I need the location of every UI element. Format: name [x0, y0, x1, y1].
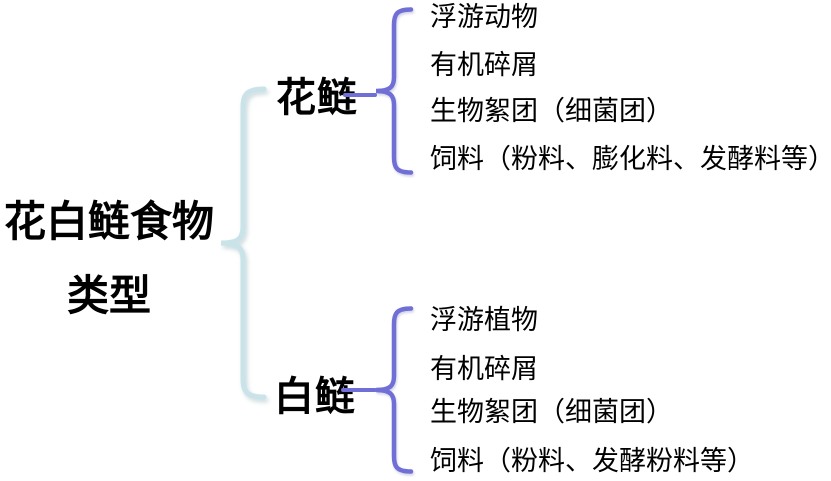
root-title-line1: 花白鲢食物 — [3, 200, 214, 246]
food-item: 饲料（粉料、膨化料、发酵料等） — [430, 144, 831, 174]
branch1-connector-line — [343, 93, 377, 97]
root-title: 花白鲢食物 类型 — [2, 186, 216, 334]
branch-label-bailian: 白鲢 — [274, 375, 356, 419]
food-item: 饲料（粉料、发酵粉料等） — [430, 446, 754, 476]
branch-label-hualian: 花鲢 — [276, 76, 358, 120]
food-item: 浮游动物 — [430, 2, 538, 32]
branch1-brace — [375, 7, 414, 175]
food-item: 有机碎屑 — [430, 354, 538, 384]
root-brace — [220, 86, 267, 400]
food-item: 浮游植物 — [430, 305, 538, 335]
food-item: 生物絮团（细菌团） — [430, 397, 673, 427]
food-item: 有机碎屑 — [430, 50, 538, 80]
branch2-brace — [375, 306, 414, 474]
food-item: 生物絮团（细菌团） — [430, 96, 673, 126]
branch2-connector-line — [341, 388, 377, 392]
root-title-line2: 类型 — [66, 274, 151, 320]
